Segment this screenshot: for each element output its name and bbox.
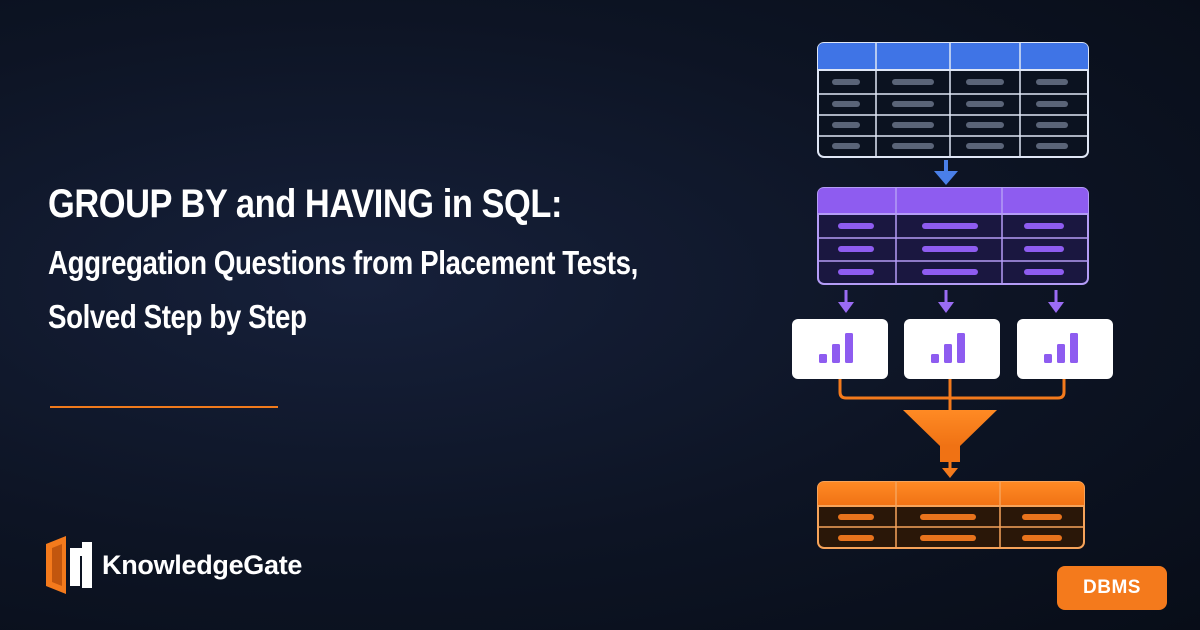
- funnel-icon: [903, 410, 997, 478]
- connector-lines: [838, 379, 1066, 410]
- knowledgegate-logo-icon: [46, 536, 92, 594]
- brand-logo: KnowledgeGate: [44, 534, 302, 596]
- bar-chart-icon: [1017, 319, 1113, 379]
- brand-name: KnowledgeGate: [102, 549, 303, 580]
- arrows-down-icon: [838, 290, 1064, 313]
- category-badge: DBMS: [1057, 566, 1167, 610]
- orange-table-icon: [817, 481, 1085, 549]
- page-subtitle-line-1: Aggregation Questions from Placement Tes…: [48, 244, 638, 281]
- page-subtitle-line-2: Solved Step by Step: [48, 298, 307, 335]
- bar-chart-icon: [792, 319, 888, 379]
- blue-table-icon: [817, 42, 1089, 158]
- title-block: GROUP BY and HAVING in SQL: Aggregation …: [48, 178, 768, 340]
- arrow-down-icon: [934, 160, 958, 185]
- accent-divider: [50, 406, 278, 408]
- page-title: GROUP BY and HAVING in SQL:: [48, 182, 562, 226]
- bar-chart-icon: [904, 319, 1000, 379]
- purple-table-icon: [817, 187, 1089, 285]
